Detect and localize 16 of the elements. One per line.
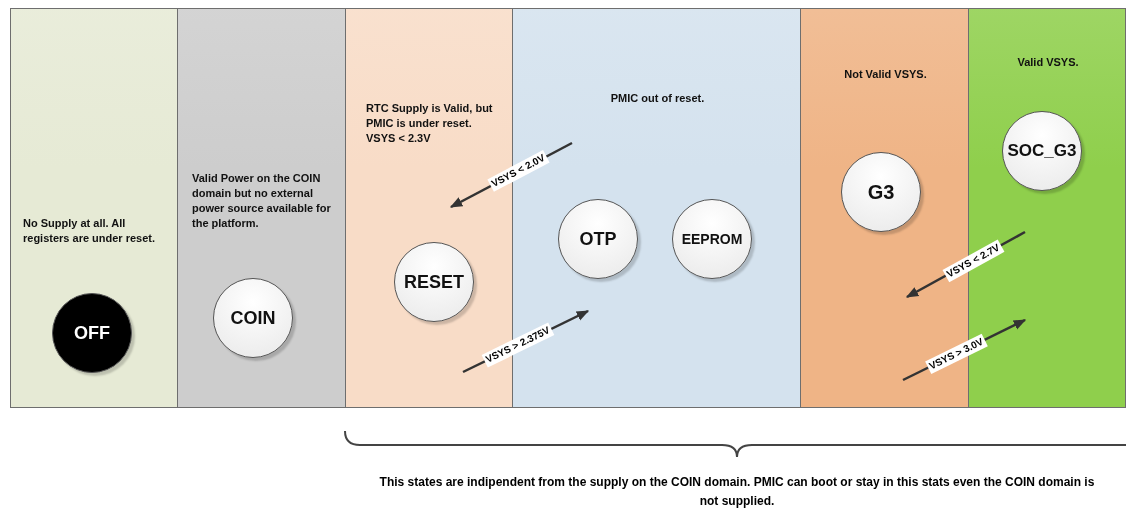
state-description: Not Valid VSYS.	[843, 67, 928, 82]
state-circle: OTP	[558, 199, 638, 279]
state-circle: G3	[841, 152, 921, 232]
state-description: No Supply at all. All registers are under reset.	[23, 216, 157, 246]
state-circle: SOC_G3	[1002, 111, 1082, 191]
state-circle: OFF	[52, 293, 132, 373]
state-description: Valid VSYS.	[1016, 55, 1080, 70]
state-circle: EEPROM	[672, 199, 752, 279]
state-description: Valid Power on the COIN domain but no external power source available for the platform.	[192, 171, 332, 231]
state-circle: RESET	[394, 242, 474, 322]
state-description: PMIC out of reset.	[609, 91, 706, 106]
state-band	[10, 8, 178, 408]
caption: This states are indipendent from the supply on the COIN domain. PMIC can boot or stay in this stats even the COIN domain is not supplied.	[378, 474, 1096, 510]
state-band	[177, 8, 346, 408]
state-circle: COIN	[213, 278, 293, 358]
state-description: RTC Supply is Valid, but PMIC is under reset. VSYS < 2.3V	[366, 101, 494, 146]
